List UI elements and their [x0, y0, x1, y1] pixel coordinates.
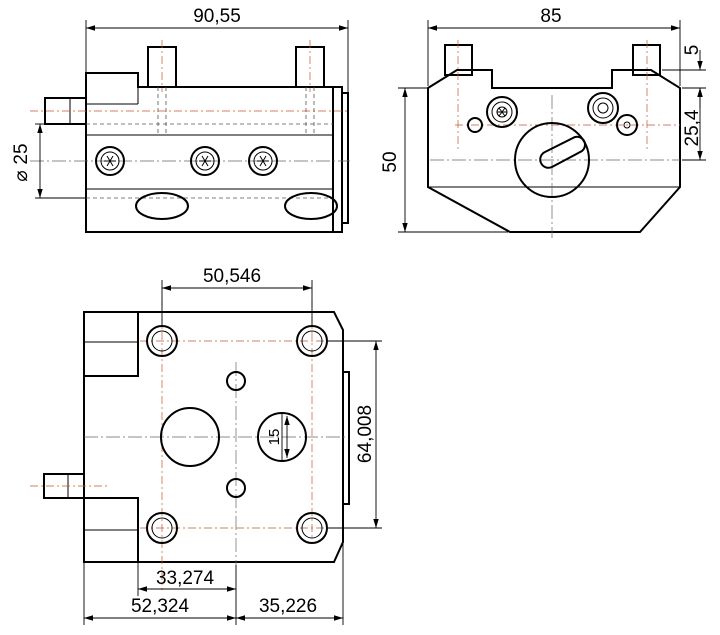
front-screw-right [587, 92, 619, 124]
dim-top-offset-right: 35,226 [259, 596, 317, 617]
side-screw-1 [95, 146, 125, 176]
side-body-outline [85, 72, 334, 233]
dim-top-offset-short: 33,274 [156, 568, 215, 589]
front-hole-right [616, 114, 638, 136]
front-view: 85 50 5 25,4 [380, 6, 706, 238]
dim-top-hole-x: 50,546 [203, 266, 261, 287]
dim-front-width: 85 [540, 6, 561, 27]
dim-top-hole-y: 64,008 [355, 405, 376, 463]
front-pin-right [632, 44, 661, 76]
top-flange [342, 371, 350, 505]
top-block-upper [83, 311, 139, 377]
side-screw-3 [248, 146, 278, 176]
dim-front-height: 50 [380, 151, 401, 172]
dim-front-center-height: 25,4 [682, 109, 703, 146]
dim-top-offset-left: 52,324 [131, 596, 190, 617]
top-bore [160, 407, 220, 467]
front-body-outline [427, 69, 681, 233]
side-screw-2 [190, 146, 220, 176]
top-small-hole-lower [226, 478, 246, 498]
top-hole-bl [146, 512, 178, 544]
top-view: 15 50,546 64,008 33,274 52,324 35,226 [30, 266, 382, 625]
side-flange [332, 86, 343, 233]
front-hole-left [467, 117, 483, 133]
dim-front-step: 5 [682, 45, 703, 56]
front-pin-left [444, 44, 473, 76]
front-screw-left [486, 96, 518, 128]
front-bore-slot [539, 135, 586, 169]
side-slot-right [284, 192, 338, 220]
dim-top-slot: 15 [266, 429, 283, 446]
front-bore [514, 122, 590, 198]
dim-side-diameter-symbol: ⌀ [11, 170, 32, 181]
side-slot-left [135, 192, 189, 220]
top-small-hole-upper [226, 371, 246, 391]
side-view: 90,55 ⌀ 25 [11, 6, 350, 233]
dim-side-diameter: 25 [11, 143, 32, 164]
dim-side-width: 90,55 [193, 6, 241, 27]
top-hole-br [296, 512, 328, 544]
